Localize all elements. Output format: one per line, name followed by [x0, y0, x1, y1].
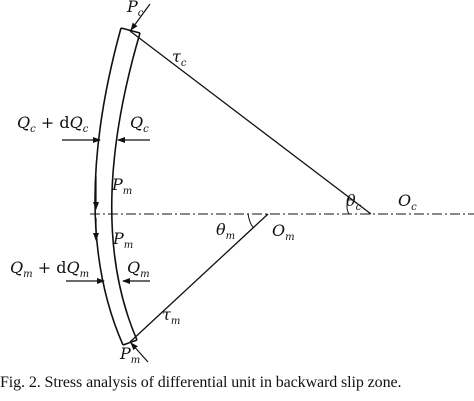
label-Pm-lower: Pm [112, 229, 133, 251]
arrow-Pm-bottom [130, 342, 149, 363]
radius-to-Oc [129, 30, 372, 215]
label-O-m: Om [272, 221, 295, 243]
label-Pm-upper: Pm [111, 175, 132, 197]
label-Qc-plus-dQc: Qc + dQc [17, 113, 89, 135]
angle-arc-theta-m [247, 213, 255, 229]
arc-inner [110, 32, 141, 341]
label-Pm-bottom: Pm [119, 344, 140, 366]
label-Qm-right: Qm [127, 258, 150, 280]
element-bottom-edge [122, 339, 138, 346]
label-Qc-right: Qc [130, 113, 149, 135]
label-tau-c: τc [172, 47, 187, 69]
label-Qm-plus-dQm: Qm + dQm [10, 258, 89, 280]
label-theta-m: θm [216, 220, 235, 242]
radius-to-Om [129, 213, 269, 343]
figure-caption: Fig. 2. Stress analysis of differential … [0, 374, 402, 391]
label-O-c: Oc [398, 191, 417, 213]
label-theta-c: θc [346, 191, 362, 213]
arrow-Pc-top [130, 3, 151, 31]
element-top-edge [120, 27, 141, 34]
label-tau-m: τm [162, 305, 180, 327]
angle-arc-theta-c [346, 197, 350, 215]
label-Pc-top: Pc [126, 0, 144, 19]
